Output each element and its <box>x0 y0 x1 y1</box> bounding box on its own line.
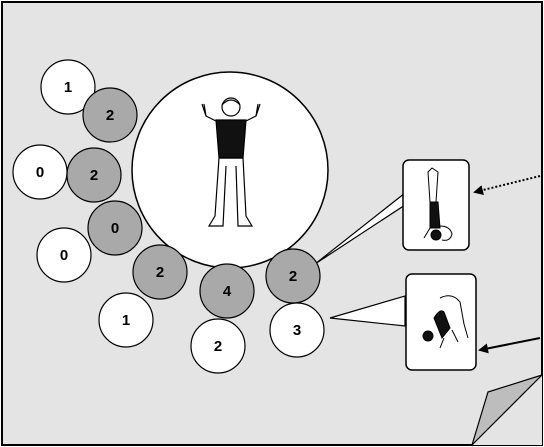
node-n8: 1 <box>98 292 154 348</box>
node-n11: 2 <box>265 248 321 304</box>
backbend-pose-icon <box>422 295 469 349</box>
node-n2-label: 2 <box>106 107 114 124</box>
node-n1-label: 1 <box>64 79 72 96</box>
node-n5-label: 0 <box>111 220 119 237</box>
node-n10-label: 2 <box>214 338 222 355</box>
node-n4-label: 2 <box>90 167 98 184</box>
callout-2 <box>405 273 477 371</box>
page-curl <box>471 374 543 446</box>
node-n12: 3 <box>269 302 325 358</box>
node-n2: 2 <box>82 87 138 143</box>
node-n1: 1 <box>40 59 96 115</box>
node-n11-label: 2 <box>289 268 297 285</box>
dotted-arrow <box>473 175 541 195</box>
node-n8-label: 1 <box>122 312 130 329</box>
node-n9: 4 <box>199 263 255 319</box>
node-n6-label: 0 <box>60 247 68 264</box>
node-n7-label: 2 <box>156 264 164 281</box>
node-n5: 0 <box>87 200 143 256</box>
node-n12-label: 3 <box>293 322 301 339</box>
node-n3-label: 0 <box>36 164 44 181</box>
node-n9-label: 4 <box>223 283 232 300</box>
node-n6: 0 <box>36 227 92 283</box>
node-n3: 0 <box>12 144 68 200</box>
node-n10: 2 <box>190 318 246 374</box>
standing-person-icon <box>201 97 261 227</box>
node-n4: 2 <box>66 147 122 203</box>
node-n7: 2 <box>132 244 188 300</box>
callout-1 <box>402 159 470 251</box>
solid-arrow <box>478 337 541 354</box>
handstand-pose-icon <box>423 167 453 241</box>
callout-2-pointer <box>329 295 406 327</box>
